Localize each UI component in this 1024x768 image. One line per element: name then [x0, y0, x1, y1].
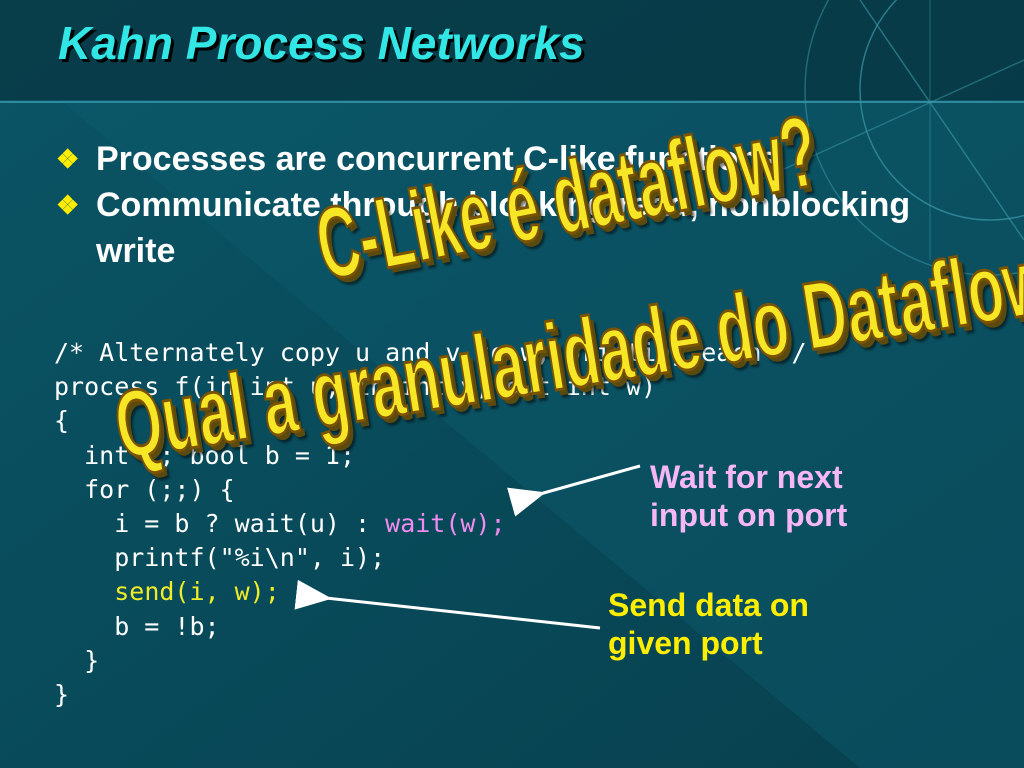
- diamond-bullet-icon: ❖: [56, 190, 80, 220]
- wait-annotation: Wait for next input on port: [650, 458, 847, 534]
- slide-title: Kahn Process Networks: [58, 17, 585, 69]
- bullet-item: ❖ Processes are concurrent C-like functi…: [56, 136, 916, 182]
- send-annotation: Send data on given port: [608, 586, 809, 662]
- bullet-item: ❖ Communicate through blocking read, non…: [56, 182, 916, 274]
- code-wait-highlight: wait(w);: [385, 509, 506, 539]
- code-send-highlight: send(i, w);: [114, 577, 280, 607]
- code-line: printf("%i\n", i);: [54, 543, 386, 573]
- code-line: }: [54, 680, 70, 710]
- code-line: i = b ? wait(u) :: [54, 509, 386, 539]
- code-line: }: [54, 645, 100, 675]
- bullet-text: Processes are concurrent C-like function…: [96, 140, 779, 178]
- code-line: int i; bool b = 1;: [54, 440, 356, 470]
- code-line: process f(in int u, in int v, out int w): [54, 372, 657, 402]
- wait-annotation-line: Wait for next: [650, 459, 843, 495]
- bullet-text: Communicate through blocking read, nonbl…: [96, 186, 911, 270]
- code-comment: /* Alternately copy u and v to w, printi…: [54, 338, 807, 367]
- code-indent: [54, 577, 114, 606]
- bullet-list: ❖ Processes are concurrent C-like functi…: [56, 136, 916, 274]
- diamond-bullet-icon: ❖: [56, 144, 80, 174]
- code-line: {: [54, 406, 70, 436]
- wait-annotation-line: input on port: [650, 497, 848, 533]
- send-annotation-line: Send data on: [608, 587, 809, 623]
- send-annotation-line: given port: [608, 625, 763, 661]
- code-block: /* Alternately copy u and v to w, printi…: [54, 336, 807, 712]
- code-line: b = !b;: [54, 611, 220, 641]
- code-line: for (;;) {: [54, 474, 235, 504]
